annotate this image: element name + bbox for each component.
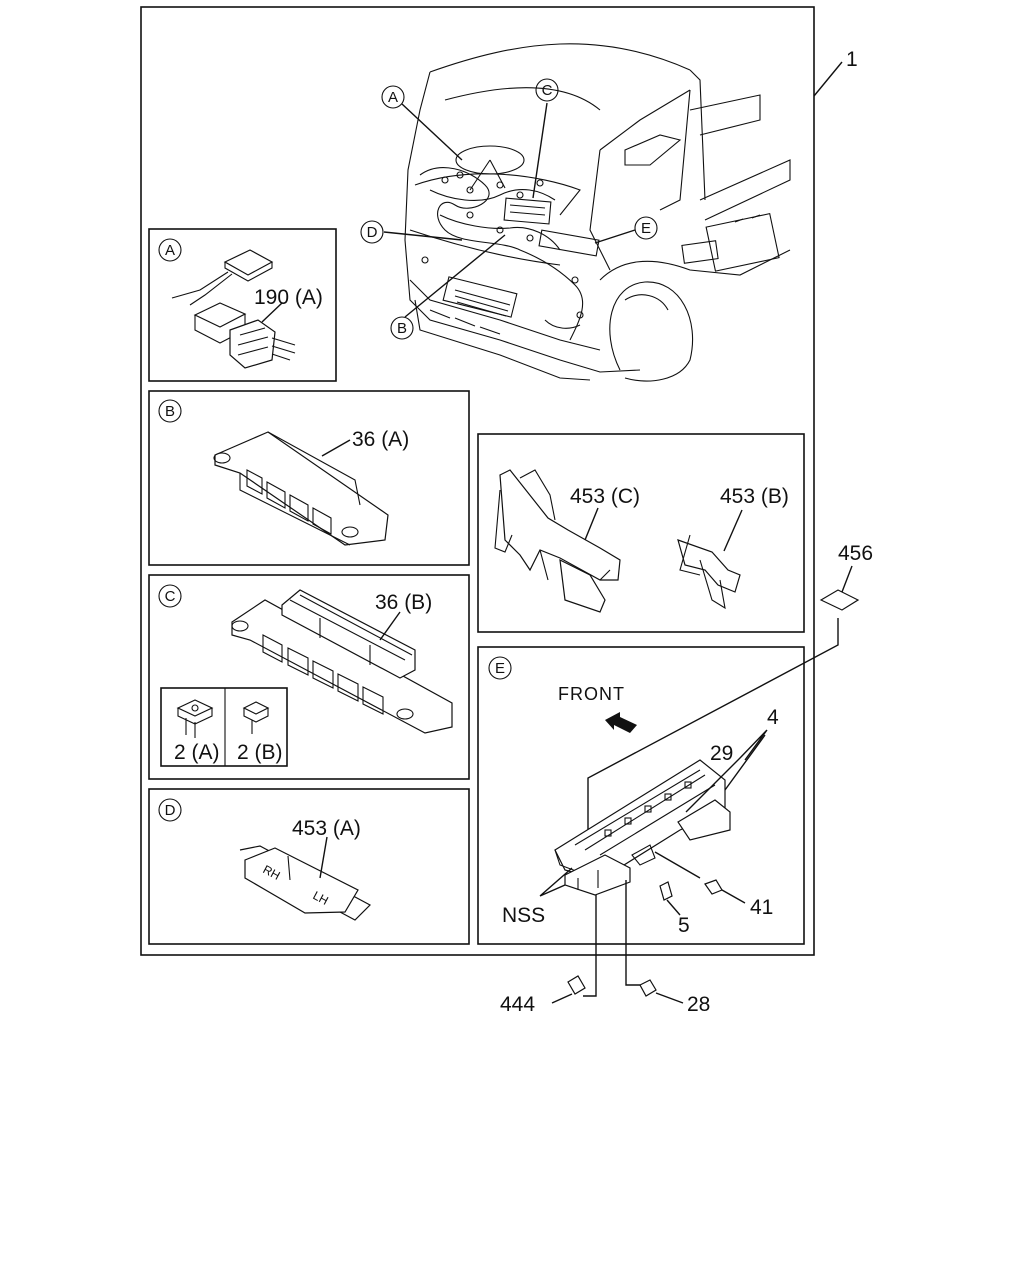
svg-text:A: A	[388, 89, 398, 106]
svg-text:C: C	[165, 588, 176, 605]
svg-text:E: E	[641, 220, 651, 237]
label-453C: 453 (C)	[570, 485, 640, 508]
overview-callout-E: E	[634, 216, 658, 240]
callout-1: 1	[846, 48, 858, 71]
label-456: 456	[838, 542, 873, 565]
truck-overview-illustration	[383, 43, 791, 382]
detail-panel-D: D RH LH 453 (A)	[148, 788, 470, 945]
label-nss: NSS	[502, 904, 545, 927]
main-frame	[140, 6, 815, 956]
label-36A: 36 (A)	[352, 428, 409, 451]
label-41: 41	[750, 896, 773, 919]
overview-callout-C: C	[535, 78, 559, 102]
overview-callout-D: D	[360, 220, 384, 244]
detail-panel-B: B 36 (A)	[148, 390, 470, 566]
svg-text:A: A	[165, 242, 175, 259]
label-2A: 2 (A)	[174, 741, 220, 764]
bracket-panel: 453 (C) 453 (B)	[477, 433, 805, 633]
label-36B: 36 (B)	[375, 591, 432, 614]
detail-panel-A: A 190 (A)	[148, 228, 337, 382]
part-444: 444	[500, 895, 597, 1016]
svg-text:D: D	[165, 802, 176, 819]
bar-text-lh: LH	[311, 888, 331, 908]
label-444: 444	[500, 993, 535, 1016]
svg-text:E: E	[495, 660, 505, 677]
overview-callout-A: A	[381, 85, 405, 109]
svg-text:C: C	[542, 82, 553, 99]
part-456: 456	[587, 542, 873, 842]
label-5: 5	[678, 914, 690, 937]
svg-text:B: B	[165, 403, 175, 420]
label-453B: 453 (B)	[720, 485, 789, 508]
label-28: 28	[687, 993, 710, 1016]
clip-inset	[160, 687, 288, 767]
label-29: 29	[710, 742, 733, 765]
label-2B: 2 (B)	[237, 741, 283, 764]
front-direction-label: FRONT	[558, 684, 625, 704]
detail-panel-E: E FRONT 4 29 41 5 NSS	[477, 646, 805, 945]
overview-callout-B: B	[390, 316, 414, 340]
label-190A: 190 (A)	[254, 286, 323, 309]
svg-text:B: B	[397, 320, 407, 337]
detail-panel-C: C 36 (B) 2 (A) 2 (B)	[148, 574, 470, 780]
svg-text:D: D	[367, 224, 378, 241]
front-arrow-icon	[605, 712, 637, 733]
label-453A: 453 (A)	[292, 817, 361, 840]
label-4: 4	[767, 706, 779, 729]
part-28: 28	[625, 880, 710, 1016]
